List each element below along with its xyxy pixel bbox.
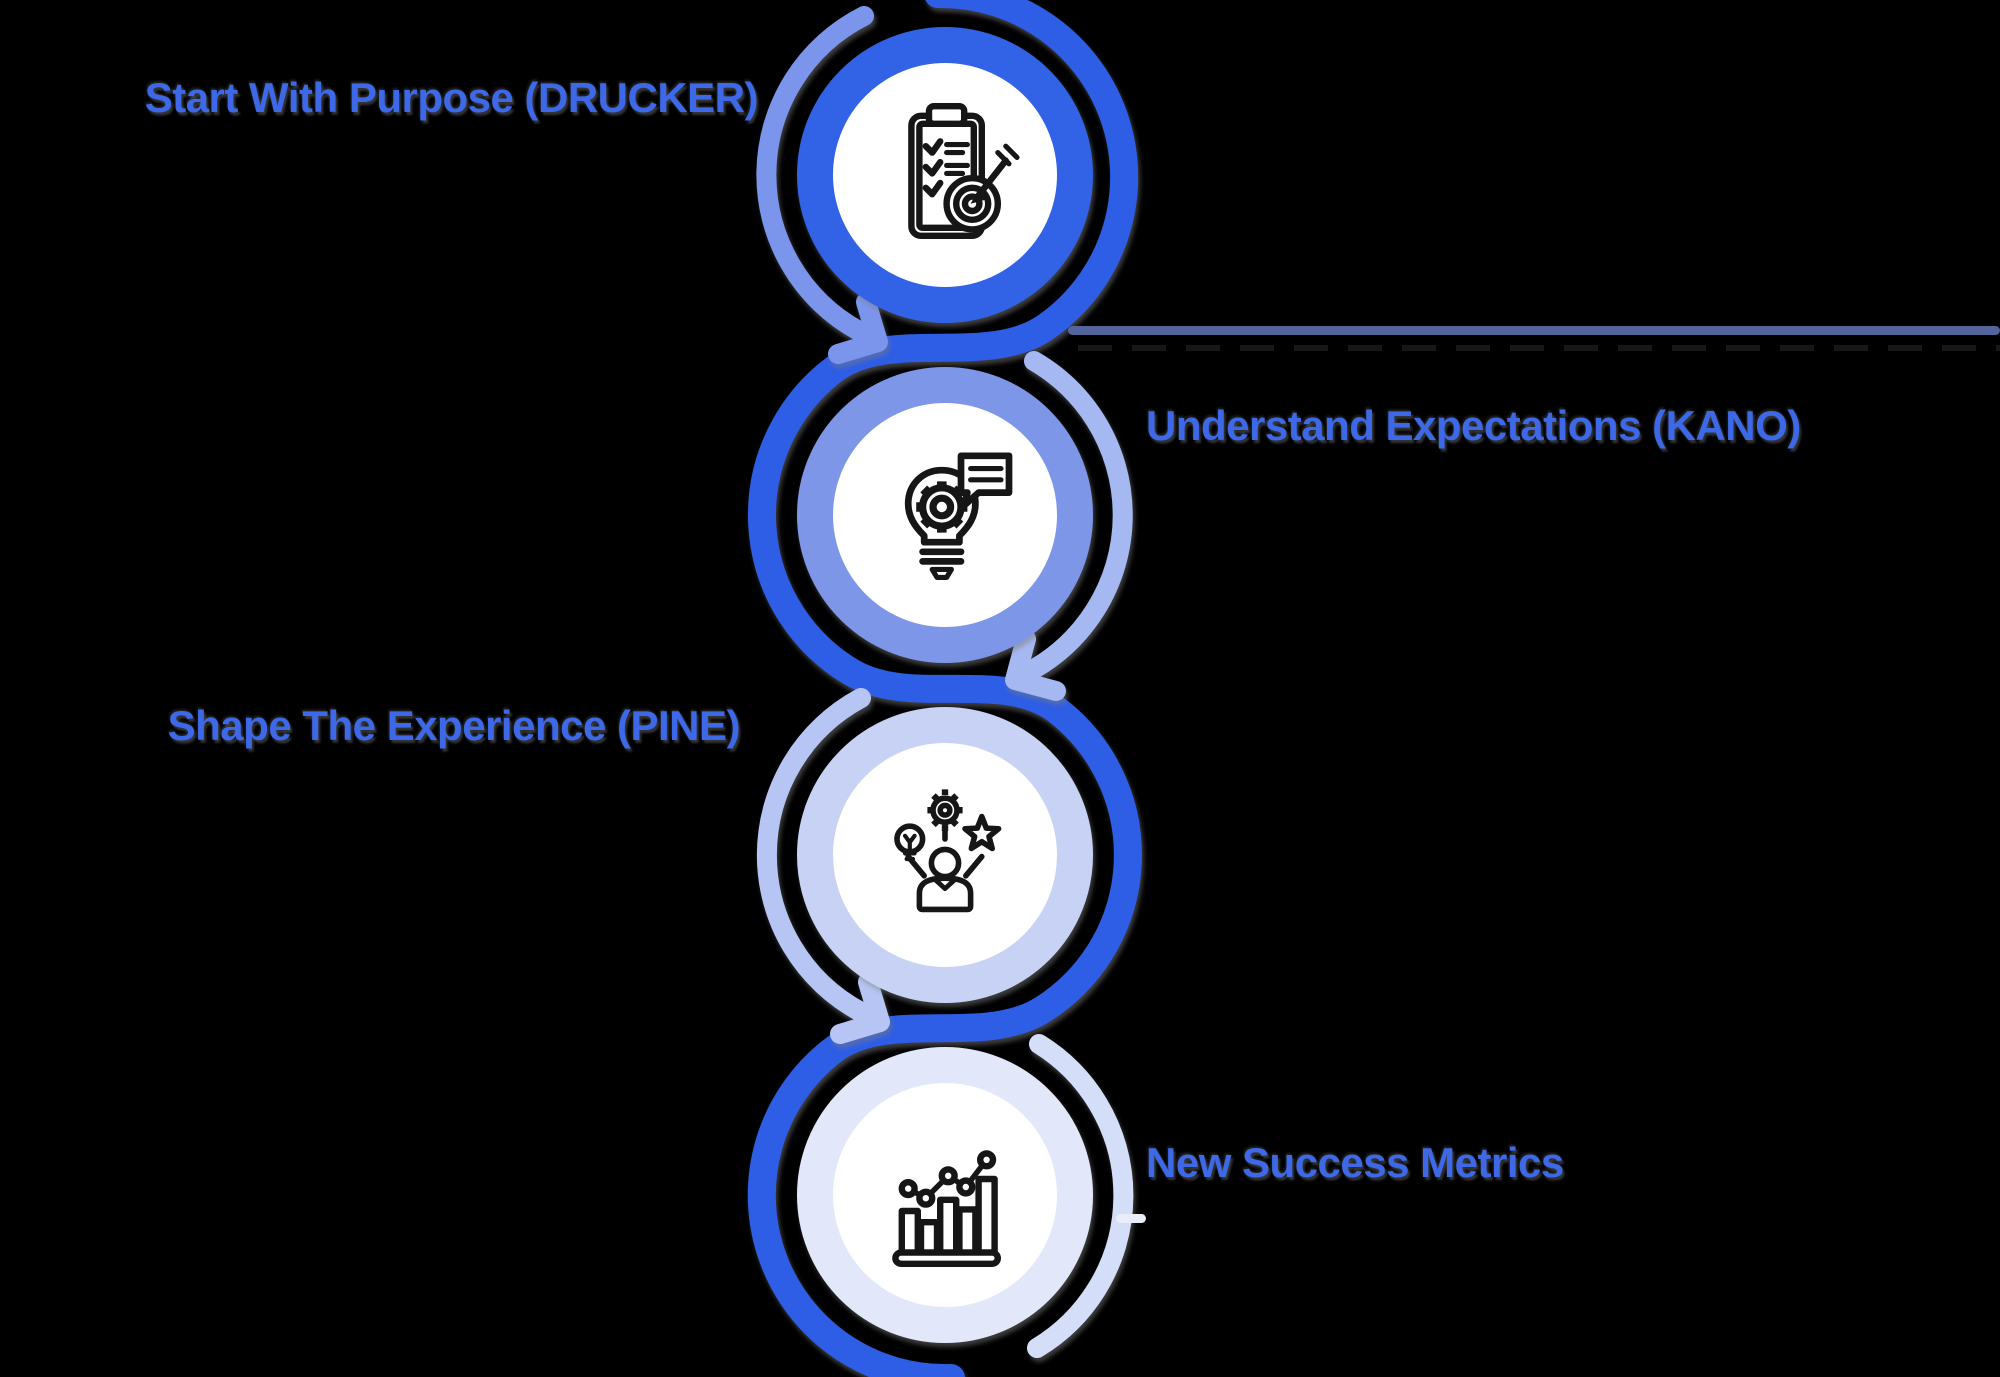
step3-label: Shape The Experience (PINE) bbox=[167, 702, 741, 749]
step2-arrowhead-icon bbox=[1005, 629, 1066, 701]
trail-arcs-group bbox=[756, 6, 1134, 1358]
bar-chart-trend-icon bbox=[892, 1150, 1002, 1268]
person-idea-gear-star-icon bbox=[894, 789, 1002, 913]
step3-trail-arc bbox=[756, 688, 871, 1022]
clipboard-checklist-target-icon bbox=[908, 103, 1020, 240]
step1-circle bbox=[797, 27, 1093, 323]
lightbulb-gear-message-icon bbox=[904, 452, 1013, 580]
step3-circle bbox=[797, 707, 1093, 1003]
step3-arrowhead-icon bbox=[830, 972, 890, 1044]
step1-arrowhead-icon bbox=[828, 292, 888, 364]
flow-path bbox=[747, 0, 1142, 1377]
step4-circle bbox=[797, 1047, 1093, 1343]
step1-label: Start With Purpose (DRUCKER) bbox=[144, 74, 759, 121]
step4-ring bbox=[797, 1047, 1093, 1343]
step2-trail-arc bbox=[1024, 351, 1133, 679]
step4-label: New Success Metrics bbox=[1146, 1139, 1564, 1186]
flow-path-group bbox=[747, 0, 1142, 1377]
step4-trail-arc bbox=[1027, 1034, 1134, 1358]
step2-circle bbox=[797, 367, 1093, 663]
step1-trail-arc bbox=[756, 6, 874, 341]
step2-leader-line bbox=[1068, 326, 2000, 335]
step4-tick bbox=[1116, 1214, 1146, 1223]
step2-label: Understand Expectations (KANO) bbox=[1146, 402, 1801, 449]
